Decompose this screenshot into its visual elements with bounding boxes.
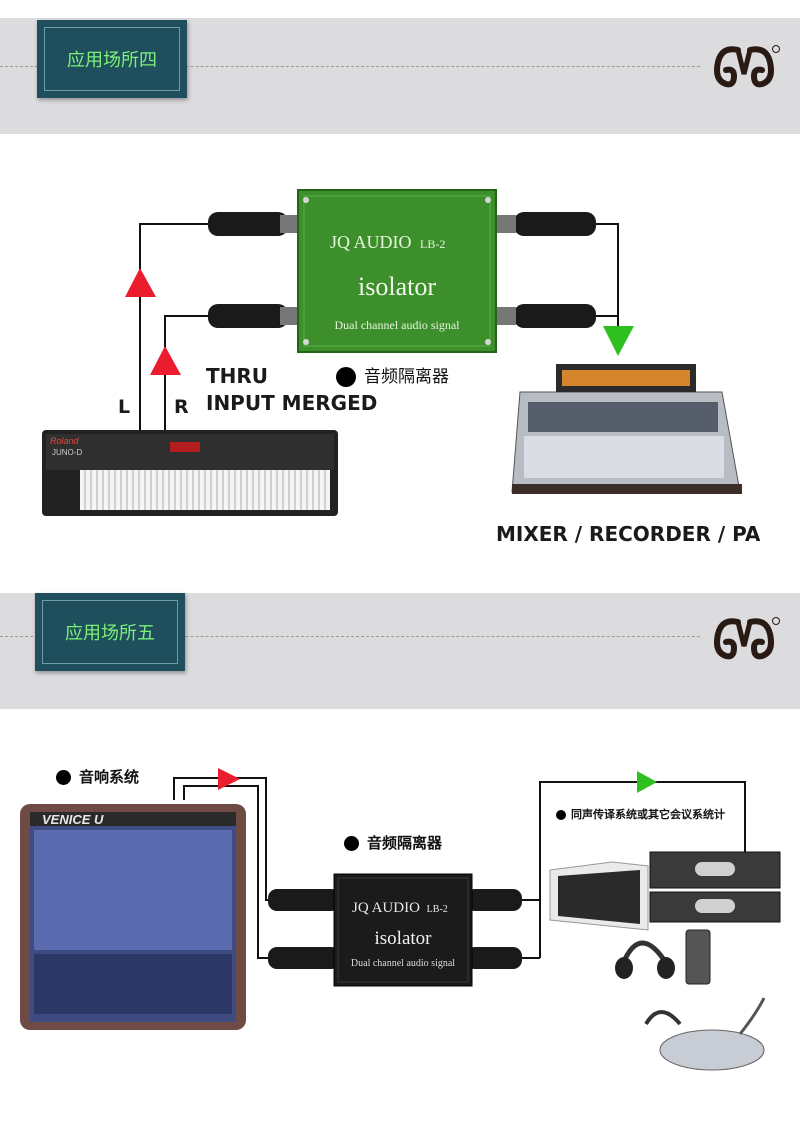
arrow-up-red-right: [150, 346, 181, 375]
label-input-merged: INPUT MERGED: [206, 391, 378, 415]
receiver-device-image: [685, 929, 711, 985]
isolator-box-black: [333, 873, 473, 987]
section5-tag-label: 应用场所五: [65, 623, 155, 644]
arrow-right-green: [637, 771, 657, 793]
section4-wiring: [42, 189, 742, 516]
isolator-box-brand: JQ AUDIO LB-2: [330, 232, 445, 253]
section4-tag: 应用场所四: [37, 20, 187, 98]
conference-unit-image: [644, 997, 766, 1071]
mixing-desk-image: [20, 804, 246, 1030]
mixing-desk-brand: VENICE U: [42, 812, 104, 827]
cable-conf-out: [520, 781, 746, 901]
label-left: L: [118, 396, 131, 418]
isolator5-model: LB-2: [426, 904, 448, 915]
arrow-up-red-left: [125, 268, 156, 297]
sound-system-caption: 音响系统: [56, 766, 139, 787]
label-right: R: [174, 396, 189, 418]
isolator5-desc: Dual channel audio signal: [350, 958, 456, 969]
xlr-connector-icon: [466, 947, 522, 969]
keyboard-keys: [84, 470, 326, 510]
cable-left: [139, 223, 210, 440]
mixer-console-image: [511, 364, 742, 494]
sound-system-caption-text: 音响系统: [79, 768, 140, 786]
isolator5-name: isolator: [374, 928, 432, 949]
bullet-dot: [344, 836, 359, 851]
xlr-connector-icon: [496, 212, 596, 236]
bullet-dot: [56, 770, 71, 785]
section5-tag: 应用场所五: [35, 593, 185, 671]
header-divider: [0, 66, 700, 67]
section4-tag-label: 应用场所四: [67, 50, 157, 71]
mixer-caption: MIXER / RECORDER / PA: [496, 522, 761, 546]
isolator5-box-brand: JQ AUDIO LB-2: [352, 900, 448, 917]
isolator5-caption-text: 音频隔离器: [367, 834, 443, 852]
arrow-down-green: [603, 326, 634, 356]
keyboard-brand: Roland: [50, 436, 79, 446]
isolator-desc: Dual channel audio signal: [334, 318, 460, 332]
xlr-connector-icon: [466, 889, 522, 911]
isolator5-brand: JQ AUDIO: [352, 900, 420, 916]
xlr-connector-icon: [496, 304, 596, 328]
bullet-dot: [336, 367, 356, 387]
brand-logo-icon: [714, 617, 780, 660]
brand-logo-icon: [714, 45, 780, 88]
conference-caption-text: 同声传译系统或其它会议系统计: [571, 808, 725, 821]
xlr-connector-icon: [268, 947, 340, 969]
conference-caption: 同声传译系统或其它会议系统计: [556, 806, 725, 822]
cable-out: [595, 223, 619, 338]
header-divider: [0, 636, 700, 637]
bullet-dot: [556, 810, 566, 820]
keyboard-model: JUNO-D: [52, 448, 83, 457]
isolator-model: LB-2: [420, 237, 446, 251]
headphones-icon: [615, 940, 675, 979]
xlr-connector-icon: [208, 212, 300, 236]
arrow-right-red: [218, 768, 240, 790]
isolator-caption: 音频隔离器: [336, 362, 449, 387]
section5-wiring: [20, 768, 781, 1071]
cable-right: [164, 315, 210, 440]
keyboard-synth-image: [42, 430, 338, 516]
isolator-caption-text: 音频隔离器: [364, 367, 449, 387]
isolator-box-green: [297, 189, 497, 353]
label-thru: THRU: [206, 364, 269, 388]
isolator-name: isolator: [358, 272, 436, 301]
rack-amplifier-image: [649, 851, 781, 923]
isolator5-caption: 音频隔离器: [344, 832, 442, 853]
xlr-connector-icon: [208, 304, 300, 328]
isolator-brand: JQ AUDIO: [330, 232, 412, 252]
xlr-connector-icon: [268, 889, 340, 911]
